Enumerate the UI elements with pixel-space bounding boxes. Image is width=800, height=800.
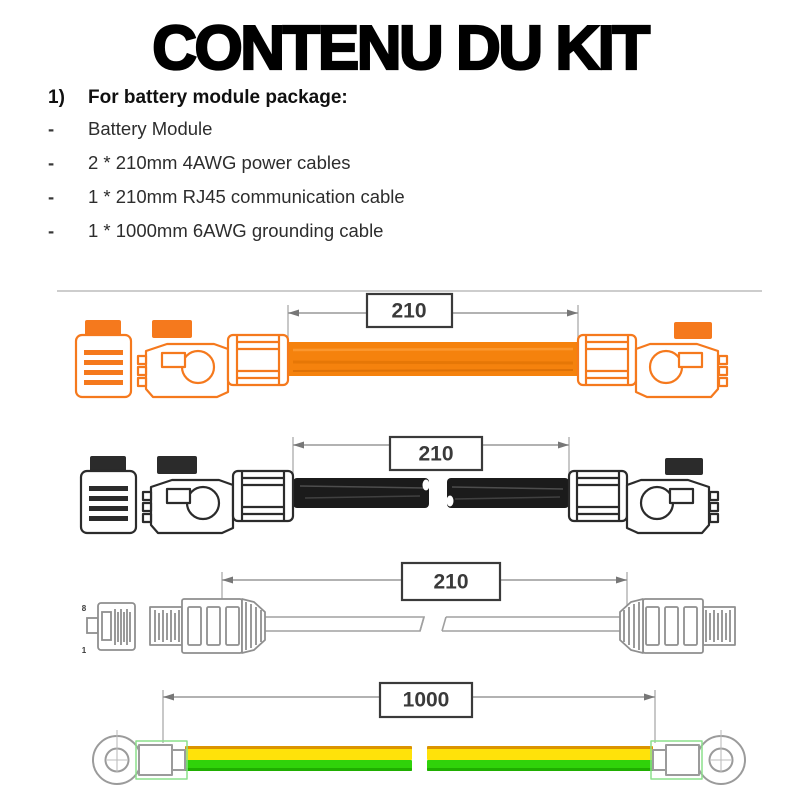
rj45-end-view-connector: 8 1	[82, 602, 136, 655]
list-item-text: 1 * 1000mm 6AWG grounding cable	[88, 220, 384, 241]
connector-left	[74, 318, 290, 399]
cable-body	[185, 746, 653, 771]
dimension-box	[400, 561, 502, 602]
list-bullet: -	[48, 118, 55, 139]
list-heading-number: 1)	[48, 87, 65, 108]
dimension-box	[388, 435, 484, 472]
diagram-grounding-cable: 1000	[92, 681, 746, 785]
dimension-box	[365, 292, 454, 329]
list-item-text: 1 * 210mm RJ45 communication cable	[88, 186, 405, 207]
list-item: - 1 * 210mm RJ45 communication cable	[48, 186, 758, 208]
ring-terminal-right	[650, 729, 746, 785]
dimension-callout: 210	[221, 561, 628, 606]
dimension-callout: 210	[292, 435, 570, 475]
dimension-label: 210	[391, 300, 426, 323]
connector-left	[79, 454, 295, 535]
pin-label-bottom: 1	[82, 646, 87, 655]
diagram-orange-power-cable: 210	[57, 290, 762, 399]
diagram-black-power-cable: 210	[79, 435, 720, 535]
dimension-label: 210	[433, 571, 468, 594]
list-item-text: 2 * 210mm 4AWG power cables	[88, 152, 351, 173]
cable-body	[293, 478, 569, 508]
list-item: - Battery Module	[48, 118, 758, 140]
page-title: CONTENU DU KIT	[151, 14, 651, 83]
connector-right	[576, 320, 729, 399]
rj45-plug-right	[619, 598, 736, 654]
ring-terminal-left	[92, 729, 188, 785]
pin-label-top: 8	[82, 604, 87, 613]
list-heading-text: For battery module package:	[88, 87, 348, 108]
list-bullet: -	[48, 186, 55, 207]
list-bullet: -	[48, 152, 55, 173]
list-item-text: Battery Module	[88, 118, 213, 139]
dimension-label: 210	[418, 443, 453, 466]
list-bullet: -	[48, 220, 55, 241]
package-list: 1) For battery module package: - Battery…	[48, 87, 758, 254]
list-item: - 2 * 210mm 4AWG power cables	[48, 152, 758, 174]
list-heading: 1) For battery module package:	[48, 87, 758, 109]
cable-body	[265, 616, 620, 632]
connector-right	[567, 456, 720, 535]
cable-body	[288, 342, 578, 376]
dimension-box	[378, 681, 474, 719]
dimension-label: 1000	[403, 689, 450, 712]
rj45-plug-left	[149, 598, 266, 654]
dimension-callout: 210	[287, 292, 579, 340]
list-item: - 1 * 1000mm 6AWG grounding cable	[48, 220, 758, 242]
diagram-rj45-cable: 210 8 1	[82, 561, 736, 655]
dimension-callout: 1000	[162, 681, 656, 743]
